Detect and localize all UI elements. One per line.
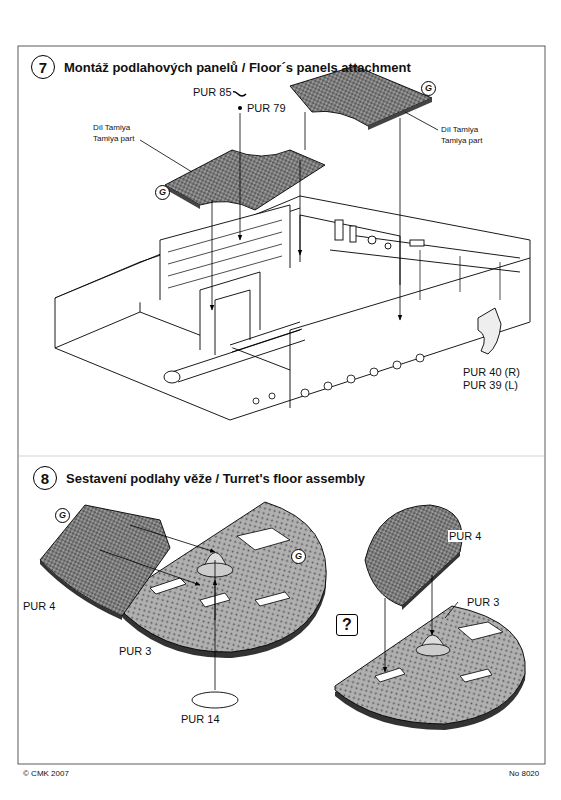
step-heading: Sestavení podlahy věže / Turret's floor …: [66, 472, 365, 485]
floor-panel: [165, 150, 325, 210]
mark-text: ?: [342, 617, 352, 633]
mark-text: 7: [39, 60, 47, 75]
mark-text: 8: [41, 471, 49, 486]
part-group-mark: G: [291, 549, 306, 564]
footer-note: © CMK 2007: [22, 768, 70, 780]
turret-floor-panel: [40, 505, 170, 616]
part-number: PUR 4: [22, 600, 56, 612]
turret-floor: [335, 606, 525, 730]
assembly-arrows: [140, 112, 438, 320]
floor-panel: [290, 66, 432, 126]
part-number: PUR 14: [180, 713, 221, 725]
interior-frames: [168, 220, 500, 300]
part-pur14: [192, 692, 238, 708]
step-heading: Montáž podlahových panelů / Floor´s pane…: [64, 61, 411, 74]
part-note: Tamiya part: [92, 133, 135, 145]
road-wheel-holes: [253, 354, 424, 404]
part-pur79: [238, 106, 242, 110]
step-number: 7Montáž podlahových panelů / Floor´s pan…: [31, 55, 55, 79]
part-number: PUR 79: [246, 102, 287, 114]
part-group-mark: G: [421, 81, 436, 96]
mark-text: G: [59, 511, 66, 520]
step-number: 8Sestavení podlahy věže / Turret's floor…: [33, 466, 57, 490]
mark-text: G: [425, 84, 432, 93]
assembly-arrows: [385, 575, 458, 672]
part-number: PUR 4: [448, 530, 482, 542]
part-number: PUR 85: [192, 86, 233, 98]
optional-step-mark: ?: [336, 614, 358, 636]
panel-edge: [402, 552, 460, 610]
mark-text: G: [159, 188, 166, 197]
part-group-mark: G: [155, 185, 170, 200]
mark-text: G: [295, 552, 302, 561]
hull: [55, 196, 530, 420]
footer-note: No 8020: [508, 768, 540, 780]
turret-floor-panel: [365, 505, 462, 606]
part-pur40: [478, 308, 501, 354]
part-number: PUR 40 (R): [462, 366, 521, 378]
part-group-mark: G: [55, 508, 70, 523]
part-number: PUR 3: [118, 645, 152, 657]
part-number: PUR 3: [466, 596, 500, 608]
part-number: PUR 39 (L): [462, 379, 519, 391]
section-divider: [18, 456, 545, 457]
page-frame: [18, 46, 545, 764]
panel-edge: [165, 185, 200, 209]
part-note: Tamiya part: [440, 135, 483, 147]
assembly-arrows: [100, 525, 215, 690]
